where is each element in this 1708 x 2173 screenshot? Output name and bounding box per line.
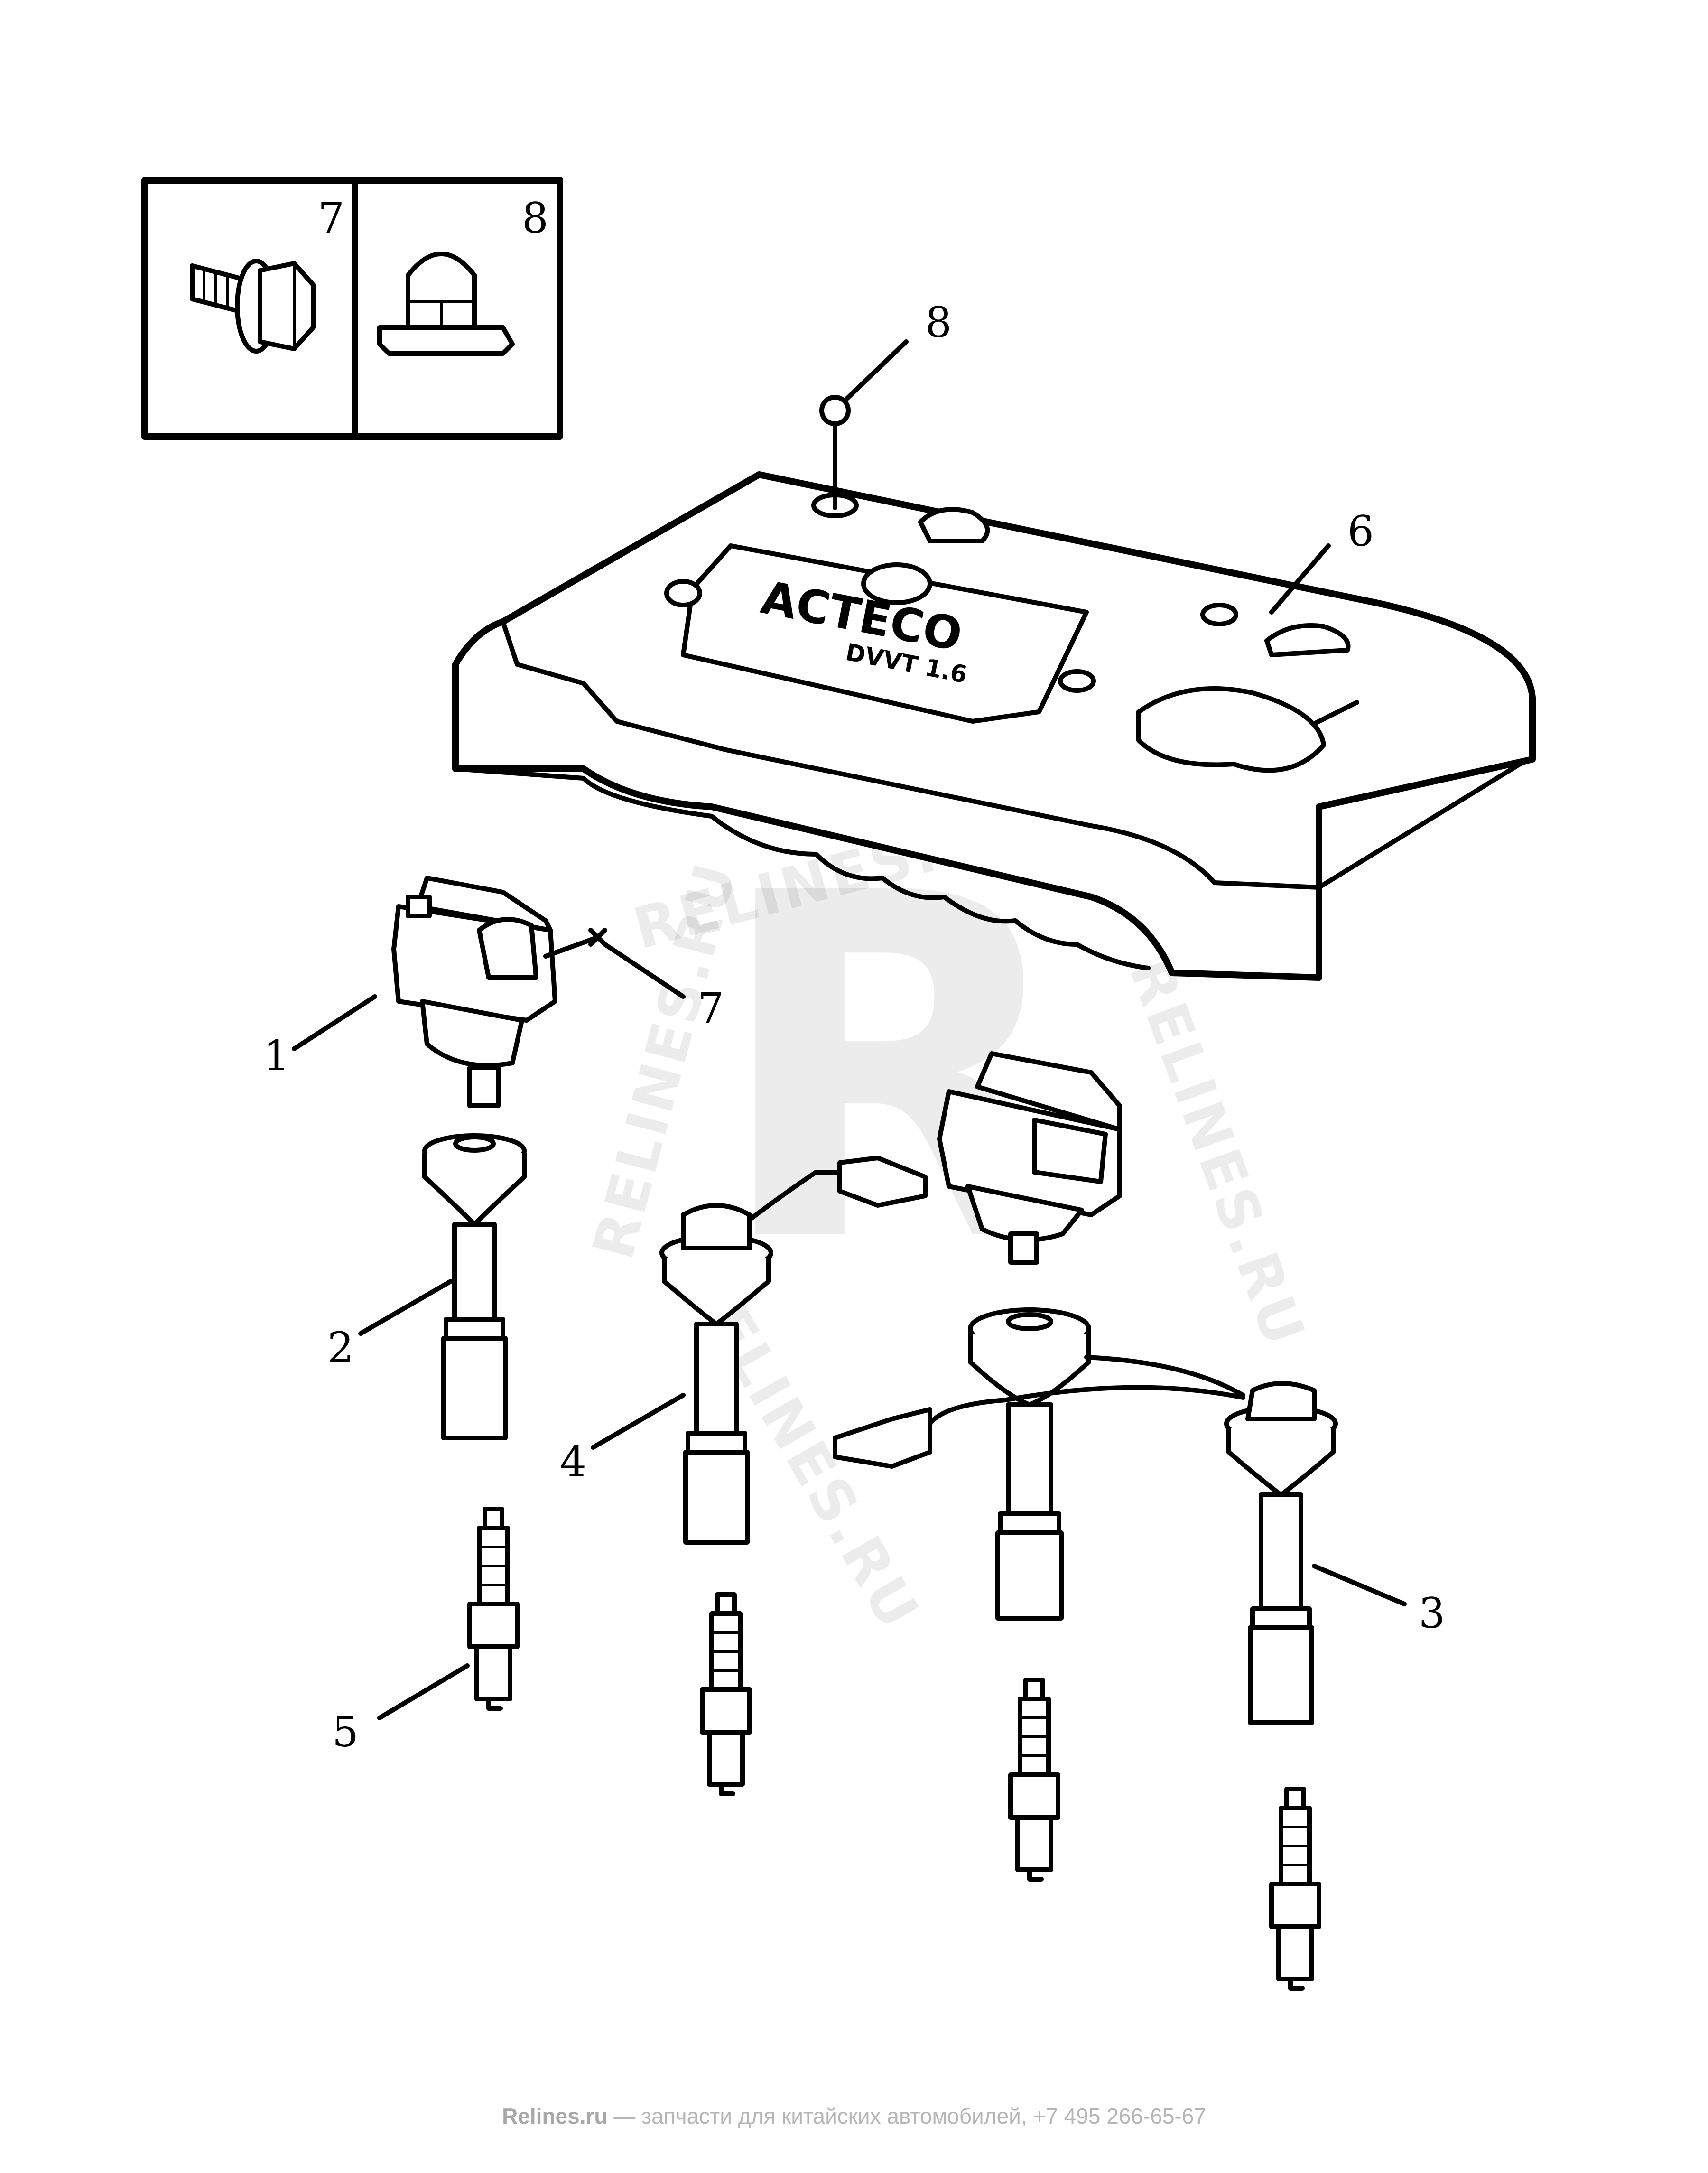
spark-plug-2 — [700, 1592, 752, 1796]
footer: Relines.ru — запчасти для китайских авто… — [0, 2103, 1708, 2129]
footer-tagline: — запчасти для китайских автомобилей, +7… — [607, 2104, 1206, 2128]
watermark-text-right: RELINES.RU — [1116, 950, 1318, 1356]
spark-plug-boot-center-right — [968, 1307, 1245, 1621]
callout-label-coil-left: 1 — [263, 1031, 290, 1080]
spark-plug-4 — [1269, 1787, 1321, 1991]
callout-label-boot-middle: 4 — [560, 1437, 586, 1486]
spark-plug-1 — [467, 1507, 520, 1711]
inset-label-8: 8 — [522, 194, 548, 242]
callout-coil-left: 1 — [263, 994, 377, 1080]
callout-label-coil-bolt: 7 — [697, 984, 724, 1033]
cover-emblem-icon — [861, 562, 932, 605]
engine-cover: ACTECO DVVT 1.6 — [452, 471, 1536, 981]
callout-coil-bolt: 7 — [543, 928, 724, 1033]
callout-label-cover-cap: 8 — [925, 298, 952, 347]
callout-label-cover: 6 — [1347, 507, 1374, 556]
oil-filler-opening — [1136, 686, 1326, 773]
callout-boot-middle: 4 — [560, 1393, 686, 1486]
callout-boot-right: 3 — [1312, 1564, 1445, 1638]
callout-boot-left: 2 — [327, 1279, 453, 1372]
spark-plug-3 — [1008, 1678, 1060, 1882]
cap-nut-icon — [377, 252, 515, 356]
footer-site[interactable]: Relines.ru — [502, 2104, 608, 2128]
inset-box: 7 8 — [141, 177, 563, 440]
callout-label-plug: 5 — [332, 1707, 359, 1756]
callout-label-boot-left: 2 — [327, 1323, 354, 1372]
flange-bolt-icon — [190, 259, 316, 354]
spark-plug-boot-left — [422, 1133, 527, 1440]
callout-cover-cap: 8 — [819, 298, 952, 510]
ignition-coil-left — [391, 876, 557, 1108]
inset-label-7: 7 — [318, 194, 344, 242]
spark-plug-boot-right — [833, 1381, 1338, 1725]
ignition-coil-right — [937, 1051, 1122, 1265]
callout-cover: 6 — [1269, 507, 1374, 615]
callout-label-boot-right: 3 — [1419, 1589, 1445, 1638]
callout-plug: 5 — [332, 1663, 470, 1756]
spark-plug-boot-middle — [659, 1156, 928, 1545]
